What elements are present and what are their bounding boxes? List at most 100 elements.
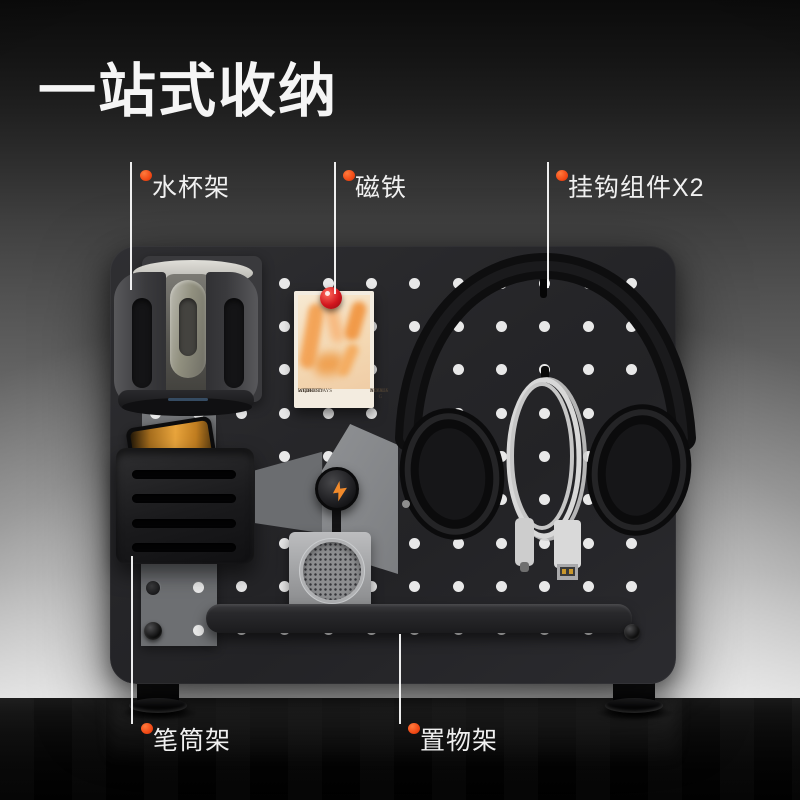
pegboard-hole bbox=[279, 277, 291, 289]
callout-dot-icon bbox=[140, 170, 152, 181]
pegboard-hole bbox=[322, 407, 334, 419]
pegboard-hole bbox=[452, 320, 464, 332]
pegboard-hole bbox=[409, 537, 421, 549]
pegboard-hole bbox=[582, 494, 594, 506]
cup-holder-glint bbox=[168, 398, 208, 401]
headphones bbox=[395, 252, 696, 540]
pegboard-hole bbox=[539, 580, 551, 592]
pegboard-hole bbox=[452, 364, 464, 376]
pegboard-hole bbox=[409, 580, 421, 592]
usb-a-connector bbox=[554, 520, 581, 580]
pegboard-hole bbox=[495, 537, 507, 549]
pegboard-hole bbox=[495, 494, 507, 506]
pegboard-hole bbox=[409, 320, 421, 332]
left-foot bbox=[137, 680, 179, 702]
callout-label-pen-holder: 笔筒架 bbox=[153, 727, 232, 755]
pegboard-hole bbox=[409, 277, 421, 289]
pegboard-hole bbox=[236, 407, 248, 419]
pegboard-hole bbox=[279, 580, 291, 592]
pegboard-hole bbox=[322, 277, 334, 289]
pegboard-hole bbox=[582, 320, 594, 332]
pegboard-hole bbox=[495, 407, 507, 419]
pegboard-hole bbox=[539, 537, 551, 549]
leader-line-magnet bbox=[334, 162, 336, 294]
leader-line-shelf bbox=[399, 634, 401, 724]
lightning-bolt-icon bbox=[332, 480, 347, 502]
pegboard-hole bbox=[495, 364, 507, 376]
pegboard-hole bbox=[582, 580, 594, 592]
pegboard-hole bbox=[279, 320, 291, 332]
pegboard-hole bbox=[366, 407, 377, 419]
pegboard-hole bbox=[625, 277, 637, 289]
pegboard-hole bbox=[366, 277, 377, 289]
shelf-bar bbox=[206, 604, 632, 633]
pegboard-hole bbox=[279, 537, 291, 549]
pegboard-hole bbox=[625, 537, 637, 549]
pen-holder-vent bbox=[132, 470, 236, 479]
leader-line-cup-holder bbox=[130, 162, 132, 290]
pegboard-hole bbox=[495, 580, 507, 592]
left-foot-base bbox=[129, 698, 187, 713]
pegboard-hole bbox=[192, 624, 204, 636]
screw-icon bbox=[144, 622, 162, 640]
callout-label-cup-holder: 水杯架 bbox=[152, 174, 231, 202]
speaker-mesh bbox=[303, 542, 361, 600]
pegboard-hole bbox=[279, 364, 291, 376]
pegboard-hole bbox=[495, 320, 507, 332]
cup-holder-base-shadow bbox=[122, 398, 252, 416]
lightning-knob bbox=[315, 467, 359, 511]
poster-caption: LIQUIDITY WEDNESDAYS WITH UGGLIF NINA G … bbox=[298, 389, 389, 400]
leader-line-pen-holder bbox=[131, 556, 133, 724]
usb-cables bbox=[506, 366, 587, 580]
board-floor-reflection bbox=[110, 700, 676, 762]
pegboard-hole bbox=[539, 407, 551, 419]
right-foot bbox=[613, 680, 655, 702]
cup-holder-slot bbox=[224, 298, 244, 388]
pegboard-hole bbox=[625, 320, 637, 332]
ear-cup-left bbox=[399, 408, 505, 540]
callout-dot-icon bbox=[343, 170, 355, 181]
callout-label-shelf: 置物架 bbox=[420, 727, 499, 755]
pegboard-hole bbox=[322, 450, 334, 462]
pegboard-hole bbox=[366, 580, 377, 592]
cup-holder-slot bbox=[132, 298, 152, 388]
pegboard-hole bbox=[236, 580, 248, 592]
callout-dot-icon bbox=[556, 170, 568, 181]
hinge-detail bbox=[402, 500, 410, 508]
pegboard-hole bbox=[192, 581, 204, 593]
pen-holder-vent bbox=[132, 543, 236, 552]
pen-holder-vent bbox=[132, 494, 236, 503]
callout-dot-icon bbox=[408, 723, 420, 734]
page-title: 一站式收纳 bbox=[38, 59, 339, 124]
right-foot-base bbox=[605, 698, 663, 713]
callout-label-hook-set: 挂钩组件X2 bbox=[568, 174, 705, 202]
usb-c-connector bbox=[515, 518, 534, 572]
mug-handle-hole bbox=[179, 298, 197, 356]
pen-holder-vent bbox=[132, 519, 236, 528]
pegboard-hole bbox=[625, 580, 637, 592]
push-pin-highlight bbox=[325, 291, 330, 296]
poster-art bbox=[298, 295, 370, 389]
pegboard-hole bbox=[582, 364, 594, 376]
knob-stem bbox=[332, 505, 341, 537]
pegboard-hole bbox=[495, 450, 507, 462]
callout-label-magnet: 磁铁 bbox=[355, 174, 408, 202]
leader-line-hook-set bbox=[547, 162, 549, 288]
pegboard-hole bbox=[279, 450, 291, 462]
pegboard-hole bbox=[625, 364, 637, 376]
pegboard-hole bbox=[539, 450, 551, 462]
pegboard-hole bbox=[582, 450, 594, 462]
screw-icon bbox=[146, 581, 160, 595]
pegboard-hole bbox=[582, 407, 594, 419]
pegboard-hole bbox=[452, 580, 464, 592]
pegboard-hole bbox=[452, 277, 464, 289]
pen-holder-box bbox=[116, 448, 254, 564]
pegboard-hole bbox=[539, 320, 551, 332]
pegboard-hole bbox=[279, 407, 291, 419]
callout-dot-icon bbox=[141, 723, 153, 734]
pegboard-hole bbox=[539, 494, 551, 506]
screw-icon bbox=[624, 624, 640, 640]
